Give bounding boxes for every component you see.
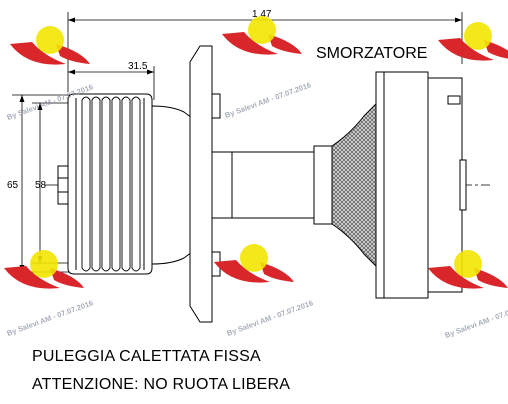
logo-icon	[438, 22, 508, 61]
pulley-ribs	[81, 96, 141, 272]
shaft	[211, 145, 333, 225]
diameter-groove-label: 58	[35, 180, 47, 191]
watermark-text: By Salevi AM - 07.07.2016	[226, 298, 315, 338]
front-offset-label: 31.5	[128, 61, 148, 72]
watermark-text: By Salevi AM - 07.07.2016	[224, 80, 313, 120]
hub-nut	[57, 165, 69, 205]
logo-icon	[10, 26, 90, 65]
logo-icon	[428, 250, 508, 289]
damper-ring	[375, 71, 467, 299]
caption-line-2: ATTENZIONE: NO RUOTA LIBERA	[32, 376, 291, 393]
watermark-text: By Salevi AM - 07.07.2016	[444, 300, 508, 340]
logo-icon	[4, 250, 84, 289]
pulley	[67, 93, 153, 275]
watermark-text: By Salevi AM - 07.07.2016	[6, 298, 95, 338]
logo-icon	[222, 16, 302, 55]
hub-neck	[151, 105, 193, 265]
logo-icon	[214, 244, 294, 283]
caption-line-1: PULEGGIA CALETTATA FISSA	[32, 348, 261, 365]
dimension-front-offset	[68, 66, 155, 100]
damper-hub-hatched	[331, 102, 377, 268]
overall-length-label: 1 47	[252, 9, 272, 20]
part-label: SMORZATORE	[316, 45, 427, 62]
diameter-outer-label: 65	[7, 180, 19, 191]
